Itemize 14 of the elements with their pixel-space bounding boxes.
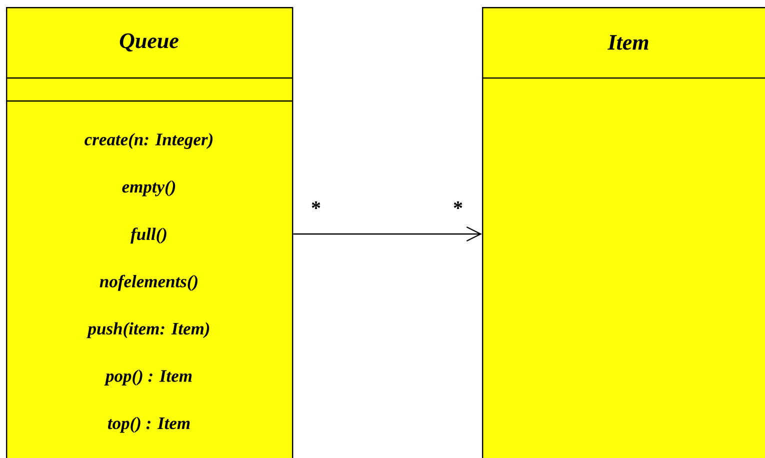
method-text: top() : Item <box>108 416 190 433</box>
class-name: Queue <box>120 33 178 52</box>
method-text: pop() : Item <box>104 370 192 386</box>
class-box <box>6 7 294 458</box>
method-text: nofelements() <box>100 274 198 291</box>
method-text: push(item: Item) <box>86 322 210 338</box>
method-text: empty() <box>122 180 176 196</box>
multiplicity-label: * <box>454 201 462 209</box>
method-text: full() <box>130 228 166 244</box>
class-box <box>482 7 765 458</box>
multiplicity-label: * <box>312 201 320 209</box>
method-text: create(n: Integer) <box>84 133 213 149</box>
association-arrow <box>293 226 482 242</box>
class-name: Item <box>608 35 648 50</box>
